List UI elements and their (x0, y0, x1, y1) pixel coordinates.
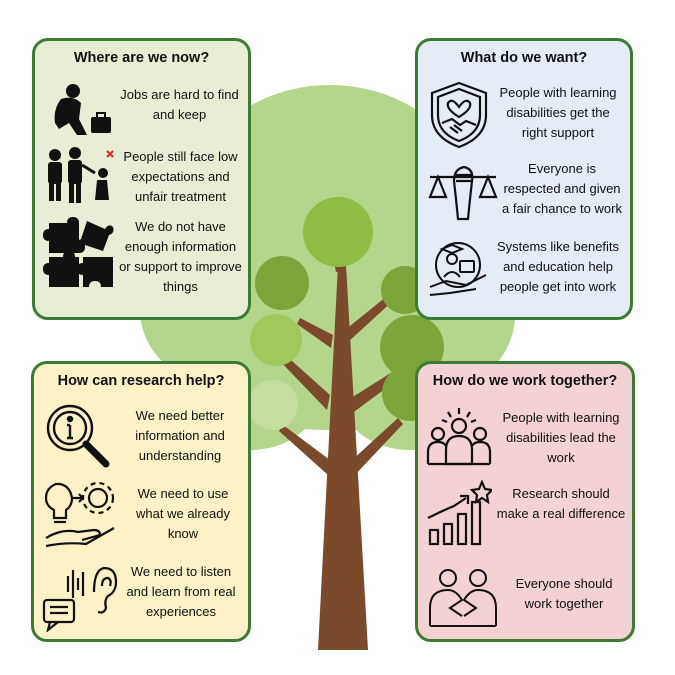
item-text: Everyone is respected and given a fair c… (502, 161, 622, 216)
panel-what-do-we-want: What do we want? People with learning di… (415, 38, 633, 320)
list-item: People still face low expectations and u… (43, 145, 242, 207)
item-text: People still face low expectations and u… (123, 149, 238, 204)
idea-gear-hand-icon (44, 481, 115, 548)
balance-scales-fist-icon (428, 165, 498, 221)
people-cooperating-icon (429, 569, 497, 627)
info-magnifier-icon (46, 404, 110, 468)
group-leader-icon (426, 408, 492, 466)
excluded-people-icon (48, 147, 114, 203)
list-item: Systems like benefits and education help… (426, 237, 624, 301)
item-text: Systems like benefits and education help… (496, 239, 620, 294)
panel-title: What do we want? (460, 50, 588, 66)
panel-where-are-we-now: Where are we now? Jobs are hard to find … (32, 38, 251, 320)
graduate-hand-briefcase-icon (429, 242, 487, 296)
item-text: We need to use what we already know (136, 486, 230, 541)
list-item: We do not have enough information or sup… (43, 217, 242, 294)
ear-speech-icon (42, 566, 118, 632)
panel-title: How can research help? (57, 373, 225, 389)
item-text: Research should make a real difference (496, 486, 626, 521)
panel-how-do-we-work-together: How do we work together? People with lea… (415, 361, 635, 642)
item-text: People with learning disabilities lead t… (502, 410, 620, 465)
list-item: We need to listen and learn from real ex… (42, 562, 242, 634)
item-text: We need to listen and learn from real ex… (126, 564, 236, 619)
panel-title: Where are we now? (73, 50, 210, 66)
list-item: Everyone should work together (426, 564, 626, 632)
item-text: Jobs are hard to find and keep (120, 87, 239, 122)
list-item: Jobs are hard to find and keep (43, 83, 242, 139)
list-item: Everyone is respected and given a fair c… (426, 159, 624, 225)
growth-chart-star-icon (427, 480, 492, 546)
item-text: Everyone should work together (515, 576, 613, 611)
puzzle-pieces-icon (43, 217, 114, 287)
item-text: We need better information and understan… (135, 408, 225, 463)
list-item: We need better information and understan… (42, 402, 242, 474)
list-item: People with learning disabilities get th… (426, 81, 624, 149)
person-with-briefcase-icon (54, 84, 111, 135)
panel-how-can-research-help: How can research help? We need better in… (31, 361, 251, 642)
list-item: People with learning disabilities lead t… (426, 406, 626, 472)
item-text: People with learning disabilities get th… (499, 85, 617, 140)
panel-title: How do we work together? (432, 373, 618, 389)
heart-shield-handshake-icon (430, 81, 488, 149)
list-item: We need to use what we already know (42, 480, 242, 552)
list-item: Research should make a real difference (426, 480, 626, 550)
item-text: We do not have enough information or sup… (119, 219, 242, 294)
